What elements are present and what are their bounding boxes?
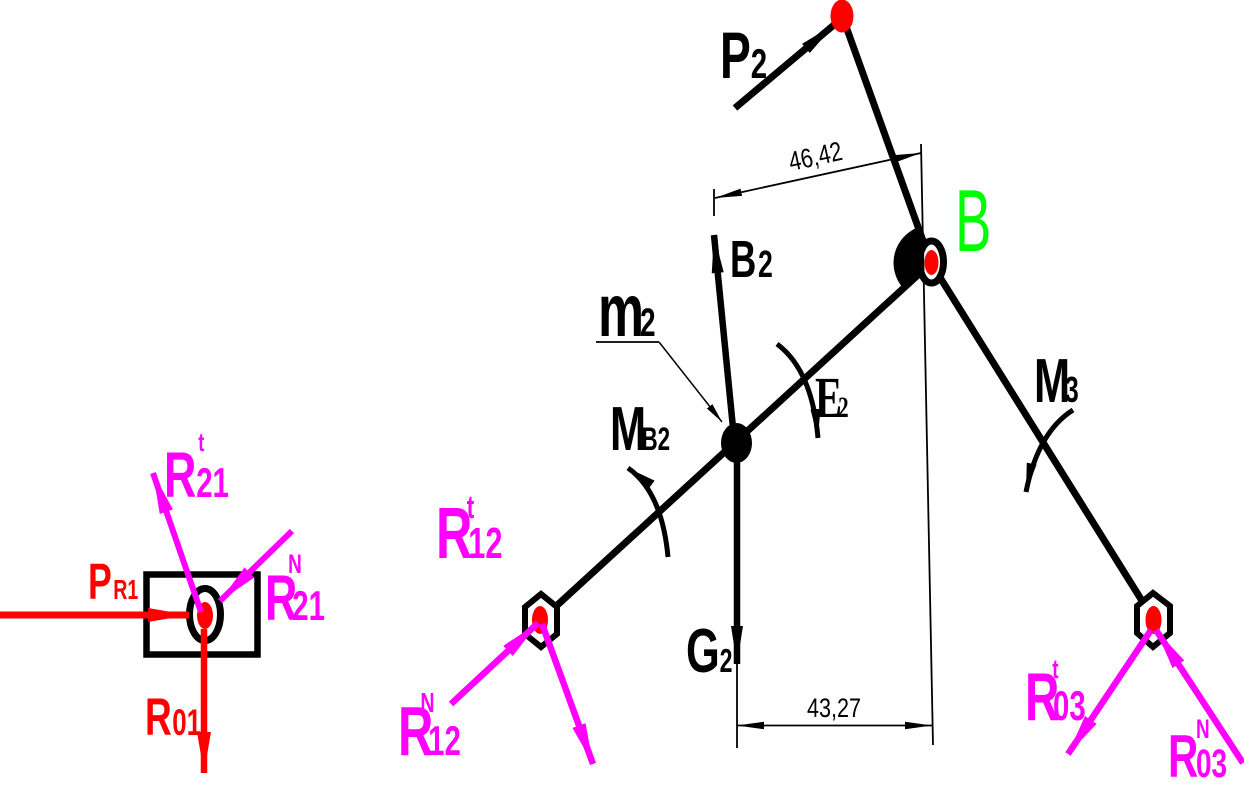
crank-end-red-dot <box>830 0 854 33</box>
joint-b-pin <box>924 250 939 275</box>
label-r12t-base: R <box>436 494 472 574</box>
label-m2-sub: 2 <box>640 301 656 345</box>
label-r03t-sub: 03 <box>1053 682 1086 730</box>
label-p2-base: P <box>720 19 751 93</box>
label-r01-base: R <box>145 687 172 746</box>
moment-m3-arc-arrow <box>1023 407 1075 493</box>
label-r12t-sup: t <box>467 489 474 525</box>
label-e2: E 2 <box>815 365 849 430</box>
reaction-r03t-arrow <box>1065 628 1154 756</box>
label-p2-sub: 2 <box>751 40 767 88</box>
label-r21t-sup: t <box>198 428 204 457</box>
label-r03n-sub: 03 <box>1196 742 1227 781</box>
label-g2-base: G <box>686 618 720 686</box>
label-e2-sub: 2 <box>838 390 848 424</box>
label-mb2-base: M <box>610 396 646 464</box>
label-m3-base: M <box>1034 348 1070 416</box>
label-pr1: P R1 <box>88 554 138 611</box>
label-b2-base: B <box>730 229 756 288</box>
label-p2: P 2 <box>720 19 767 93</box>
label-r21n-sup: N <box>288 549 302 579</box>
label-m2: m 2 <box>598 269 656 352</box>
label-r21t-base: R <box>164 439 196 511</box>
label-b2-sub: 2 <box>758 242 773 285</box>
m2-leader-line <box>658 341 723 423</box>
label-pr1-base: P <box>88 554 112 611</box>
label-m3-sub: 3 <box>1065 370 1079 411</box>
label-mb2-sub: B2 <box>642 421 671 457</box>
crank-fbd <box>0 472 295 773</box>
label-mb2: M B2 <box>610 396 670 464</box>
label-r03n-base: R <box>1168 723 1198 781</box>
angular-accel-e2-arc-arrow <box>775 341 821 439</box>
label-r12t-sub: 12 <box>468 520 502 569</box>
label-joint-b-letter: B <box>955 172 991 271</box>
dimension-bottom-value: 43,27 <box>807 694 861 724</box>
label-r21n-sub: 21 <box>292 582 325 630</box>
label-b2: B 2 <box>730 229 773 288</box>
joint-b-ring <box>916 237 947 287</box>
label-pr1-sub: R1 <box>113 575 138 606</box>
label-r12t: R 12 t <box>436 489 502 574</box>
crank-link-line <box>839 16 935 265</box>
mass-center-s2-dot <box>721 423 752 463</box>
label-r03n: R 03 N <box>1168 714 1227 786</box>
label-g2: G 2 <box>686 618 732 686</box>
mass-m2-leader <box>596 341 723 423</box>
reaction-r03n-arrow <box>1153 628 1244 765</box>
force-p2-arrow <box>732 21 838 111</box>
label-r12n-sup: N <box>420 688 434 719</box>
label-r12n-base: R <box>398 691 433 770</box>
moment-mb2-arc-arrow <box>626 465 671 558</box>
label-r03n-sup: N <box>1196 714 1210 744</box>
label-r03t: R 03 t <box>1025 654 1086 735</box>
label-r01-sub: 01 <box>172 701 201 743</box>
label-r12n-sub: 12 <box>428 717 461 765</box>
dimension-bottom-43-27: 43,27 <box>736 558 932 748</box>
force-b2-arrow <box>710 234 738 439</box>
dimension-extension-line-through-b <box>920 143 934 746</box>
label-r21t: R 21 t <box>164 428 229 511</box>
reaction-r12t-arrow <box>538 622 597 766</box>
angle-wedge-at-b <box>893 227 931 288</box>
reaction-r12n-arrow <box>448 620 541 707</box>
label-joint-b: B <box>955 172 991 271</box>
label-m2-base: m <box>598 269 644 352</box>
label-g2-sub: 2 <box>720 643 733 680</box>
label-r03t-base: R <box>1025 660 1059 735</box>
label-r21t-sub: 21 <box>196 459 229 507</box>
label-m3: M 3 <box>1034 348 1079 416</box>
label-r03t-sup: t <box>1052 654 1058 684</box>
dimension-line-top <box>714 152 922 199</box>
reaction-r21t-arrow <box>150 472 204 613</box>
joint-c-pin <box>1145 606 1162 634</box>
label-r12n: R 12 N <box>398 688 461 770</box>
label-e2-base: E <box>815 365 842 430</box>
reaction-r21n-arrow <box>217 528 295 604</box>
label-r21n-base: R <box>265 562 297 634</box>
joint-a-hexagon <box>522 590 560 651</box>
label-r01: R 01 <box>145 687 201 746</box>
label-r21n: R 21 N <box>265 549 325 634</box>
